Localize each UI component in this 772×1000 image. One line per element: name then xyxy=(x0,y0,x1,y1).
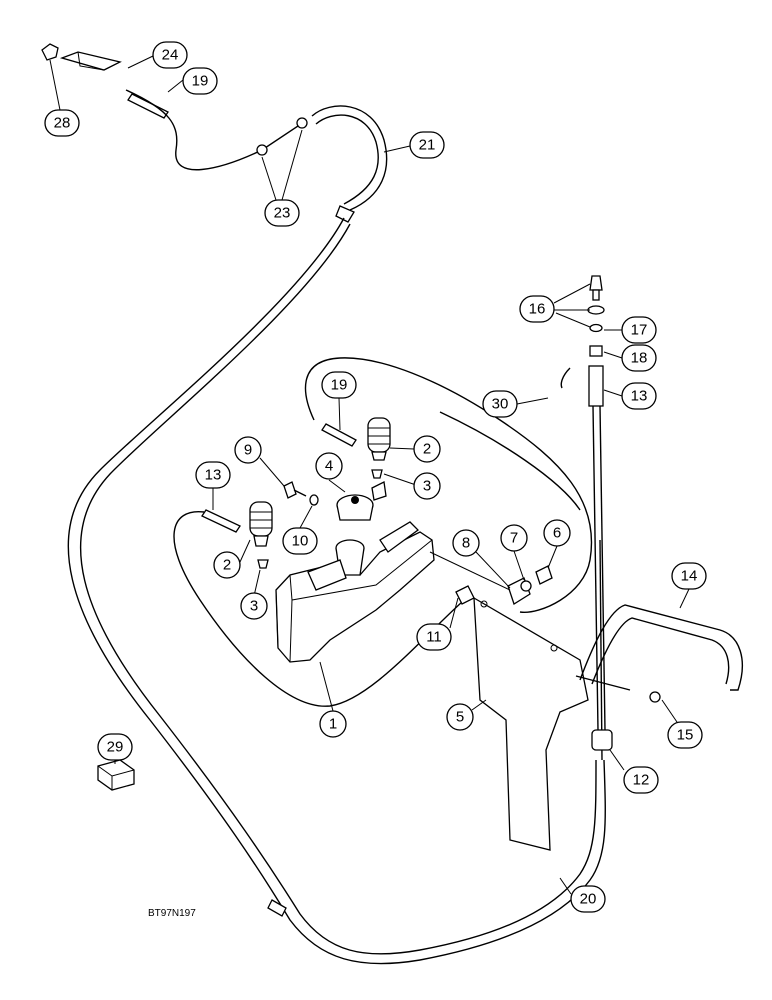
svg-text:4: 4 xyxy=(325,458,333,475)
svg-text:13: 13 xyxy=(205,467,222,484)
svg-text:19: 19 xyxy=(192,73,209,90)
reservoir-tank-part-1 xyxy=(275,481,435,663)
clamp-part-23b xyxy=(296,117,308,129)
callout-5: 5 xyxy=(446,703,474,731)
clip-part-30 xyxy=(560,367,571,389)
svg-text:1: 1 xyxy=(329,716,337,733)
nut-part-15 xyxy=(649,691,661,703)
nut-part-18 xyxy=(589,345,603,357)
nozzle-part-28 xyxy=(41,43,59,61)
svg-text:28: 28 xyxy=(54,115,71,132)
pump-part-2b xyxy=(249,501,273,547)
washer-part-10 xyxy=(309,494,319,506)
hose-sleeve-part-13a xyxy=(588,365,604,407)
pump-part-2a xyxy=(367,417,391,461)
callout-16: 16 xyxy=(519,295,555,323)
callout-12: 12 xyxy=(623,766,659,794)
callout-9: 9 xyxy=(234,436,262,464)
nut-part-7 xyxy=(520,580,532,592)
hose-end-part-21 xyxy=(335,205,355,223)
svg-text:14: 14 xyxy=(681,568,698,585)
svg-text:3: 3 xyxy=(423,478,431,495)
callout-29: 29 xyxy=(97,733,133,761)
svg-text:2: 2 xyxy=(423,441,431,458)
svg-text:7: 7 xyxy=(510,530,518,547)
svg-text:8: 8 xyxy=(462,535,470,552)
svg-text:30: 30 xyxy=(492,396,509,413)
grommet-part-3a xyxy=(371,469,383,479)
callout-2-lower: 2 xyxy=(213,551,241,579)
callout-28: 28 xyxy=(44,109,80,137)
loop-tube-upper xyxy=(304,357,593,613)
nozzle-part-16 xyxy=(589,275,603,291)
callout-11: 11 xyxy=(416,623,452,651)
callout-23: 23 xyxy=(264,199,300,227)
callout-17: 17 xyxy=(621,316,657,344)
spacer-part-11 xyxy=(455,585,475,605)
washer-part-17 xyxy=(589,323,603,333)
svg-text:29: 29 xyxy=(107,739,124,756)
svg-text:15: 15 xyxy=(677,727,694,744)
hose-sleeve-part-13b xyxy=(201,509,241,533)
svg-text:19: 19 xyxy=(331,377,348,394)
callout-3-upper: 3 xyxy=(413,472,441,500)
svg-text:21: 21 xyxy=(419,137,436,154)
callout-19-mid: 19 xyxy=(321,371,357,399)
callout-3-lower: 3 xyxy=(240,592,268,620)
callout-18: 18 xyxy=(621,344,657,372)
svg-text:12: 12 xyxy=(633,772,650,789)
callout-4: 4 xyxy=(315,452,343,480)
callout-2-upper: 2 xyxy=(413,435,441,463)
callout-10: 10 xyxy=(282,527,318,555)
callout-7: 7 xyxy=(500,524,528,552)
svg-text:13: 13 xyxy=(631,388,648,405)
connector-part-29 xyxy=(97,759,135,791)
bolt-part-6 xyxy=(535,565,553,585)
callout-30: 30 xyxy=(482,390,518,418)
callout-24: 24 xyxy=(152,41,188,69)
callout-15: 15 xyxy=(667,721,703,749)
callout-13-right: 13 xyxy=(621,382,657,410)
svg-text:2: 2 xyxy=(223,557,231,574)
svg-text:10: 10 xyxy=(292,533,309,550)
callout-21: 21 xyxy=(409,131,445,159)
svg-text:3: 3 xyxy=(250,598,258,615)
bolt-part-9 xyxy=(283,481,297,499)
svg-text:17: 17 xyxy=(631,322,648,339)
svg-text:9: 9 xyxy=(244,442,252,459)
guard-bracket-part-14 xyxy=(579,604,743,691)
svg-text:11: 11 xyxy=(426,629,442,646)
top-hose-assembly xyxy=(41,43,388,223)
clamp-part-23a xyxy=(256,144,268,156)
svg-text:23: 23 xyxy=(274,205,291,222)
svg-text:5: 5 xyxy=(456,709,464,726)
nozzle-stack xyxy=(560,275,613,761)
grommet-part-3b xyxy=(257,559,269,569)
hose-sleeve-part-19 xyxy=(127,93,169,119)
loop-tube-lower xyxy=(173,511,463,707)
washer-tube xyxy=(125,89,305,171)
leader-lines xyxy=(49,55,690,895)
callout-1: 1 xyxy=(319,710,347,738)
callout-14: 14 xyxy=(671,562,707,590)
grommet-part-12 xyxy=(591,729,613,751)
svg-text:24: 24 xyxy=(162,47,179,64)
callout-6: 6 xyxy=(543,519,571,547)
bracket-part-24 xyxy=(59,51,122,71)
drawing-code: BT97N197 xyxy=(148,908,196,919)
callout-19-top: 19 xyxy=(182,67,218,95)
svg-text:18: 18 xyxy=(631,350,648,367)
callout-20: 20 xyxy=(570,885,606,913)
hose-sleeve-part-19b xyxy=(321,423,357,447)
svg-text:6: 6 xyxy=(553,525,561,542)
mounting-plate-part-5 xyxy=(473,596,589,851)
callout-13-left: 13 xyxy=(195,461,231,489)
svg-text:20: 20 xyxy=(580,891,597,908)
callout-8: 8 xyxy=(452,529,480,557)
svg-text:16: 16 xyxy=(529,301,546,318)
